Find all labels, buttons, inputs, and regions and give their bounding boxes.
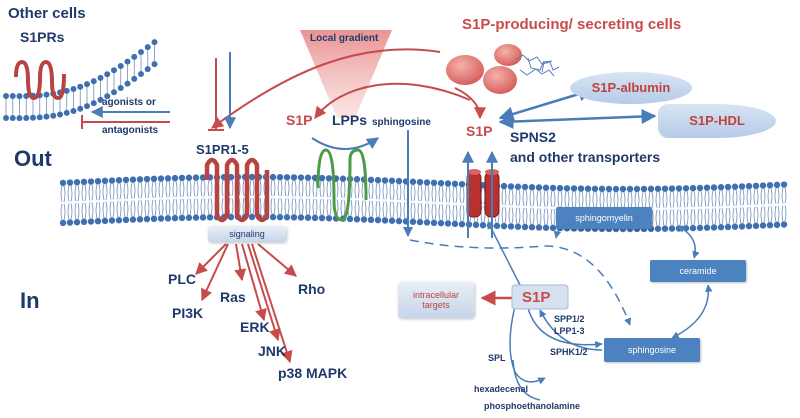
label-sphk: SPHK1/2 (550, 347, 588, 357)
label-s1pr15: S1PR1-5 (196, 142, 249, 157)
label-other-cells: Other cells (8, 5, 86, 22)
effector-arrow-ras (234, 243, 247, 282)
plasma-membrane (59, 173, 788, 233)
other-cell-membrane (3, 39, 158, 122)
label-local-gradient: Local gradient (310, 33, 379, 44)
label-producing-cells: S1P-producing/ secreting cells (462, 16, 682, 33)
sphingomyelin-to-ceramide-arrow (677, 225, 700, 259)
effector-label-rho: Rho (298, 281, 326, 297)
label-spp: SPP1/2 (554, 314, 585, 324)
s1p-to-transporter-arrow (487, 221, 521, 286)
label-antagonists: antagonists (102, 125, 159, 136)
arrow-gradient-to-receptor (211, 48, 441, 129)
lpp-conversion-arrow (311, 137, 379, 150)
arrow-cells-to-s1p-right (454, 87, 486, 120)
label-spl: SPL (488, 353, 506, 363)
effector-label-ras: Ras (220, 289, 246, 305)
signaling-label: signaling (229, 228, 265, 239)
label-s1p-right: S1P (466, 123, 493, 139)
label-s1p-left: S1P (286, 112, 313, 128)
ceramide-node: ceramide (650, 260, 746, 282)
label-s1prs: S1PRs (20, 29, 65, 45)
sphingomyelin-label: sphingomyelin (575, 212, 633, 223)
label-out: Out (14, 146, 52, 171)
intracellular-targets-node: intracellular targets (398, 282, 474, 318)
effector-label-p38-mapk: p38 MAPK (278, 365, 348, 381)
effector-label-jnk: JNK (258, 343, 287, 359)
lpp-enzyme (316, 148, 368, 222)
s1pr-receptor (204, 157, 270, 223)
hdl-exchange-arrow (498, 109, 657, 129)
s1p-hdl-node: S1P-HDL (658, 104, 776, 138)
spp-arrow (527, 307, 603, 349)
arrow-cells-to-s1p (314, 82, 471, 119)
sphingosine-node: sphingosine (604, 338, 700, 362)
targets-label: targets (422, 300, 450, 310)
label-in: In (20, 288, 40, 313)
effector-arrow-p38-mapk (251, 243, 293, 364)
ceramide-to-sphingosine-arrow (671, 284, 713, 339)
effector-arrow-plc (195, 243, 227, 275)
spl-arrow (509, 305, 546, 385)
sphingomyelin-node: sphingomyelin (556, 207, 652, 229)
producing-cells (446, 44, 560, 94)
effector-label-plc: PLC (168, 271, 196, 287)
label-agonists: agonists or (102, 97, 156, 108)
effector-label-pi3k: PI3K (172, 305, 204, 321)
sphk-arrow (539, 309, 603, 351)
other-cell-receptor (14, 59, 66, 101)
s1p-center-box (511, 284, 569, 310)
label-s1p-center: S1P (522, 289, 551, 306)
label-other-transporters: and other transporters (510, 149, 661, 165)
label-sphingosine-top: sphingosine (372, 117, 431, 128)
s1p-albumin-node: S1P-albumin (570, 72, 692, 104)
intracellular-label: intracellular (412, 289, 460, 300)
signaling-node: signaling (208, 226, 286, 242)
ceramide-label: ceramide (679, 265, 717, 276)
label-phosphoethanolamine: phosphoethanolamine (484, 401, 581, 411)
label-spns2: SPNS2 (510, 129, 556, 145)
label-lpps: LPPs (332, 112, 368, 128)
effector-arrow-jnk (247, 243, 281, 342)
s1p-albumin-label: S1P-albumin (591, 79, 671, 95)
effector-label-erk: ERK (240, 319, 270, 335)
spns2-transporter (466, 169, 500, 218)
sphingosine-box-label: sphingosine (627, 344, 677, 355)
spl-branch-arrow (512, 359, 541, 401)
dashed-recycle-path (409, 239, 632, 326)
s1p-hdl-label: S1P-HDL (689, 112, 745, 128)
effector-arrows (195, 243, 297, 364)
effector-arrow-rho (257, 243, 297, 277)
effector-arrow-erk (241, 243, 267, 322)
label-lpp13: LPP1-3 (554, 326, 585, 336)
label-hexadecenal: hexadecenal (474, 384, 529, 394)
effector-arrow-pi3k (201, 243, 229, 302)
